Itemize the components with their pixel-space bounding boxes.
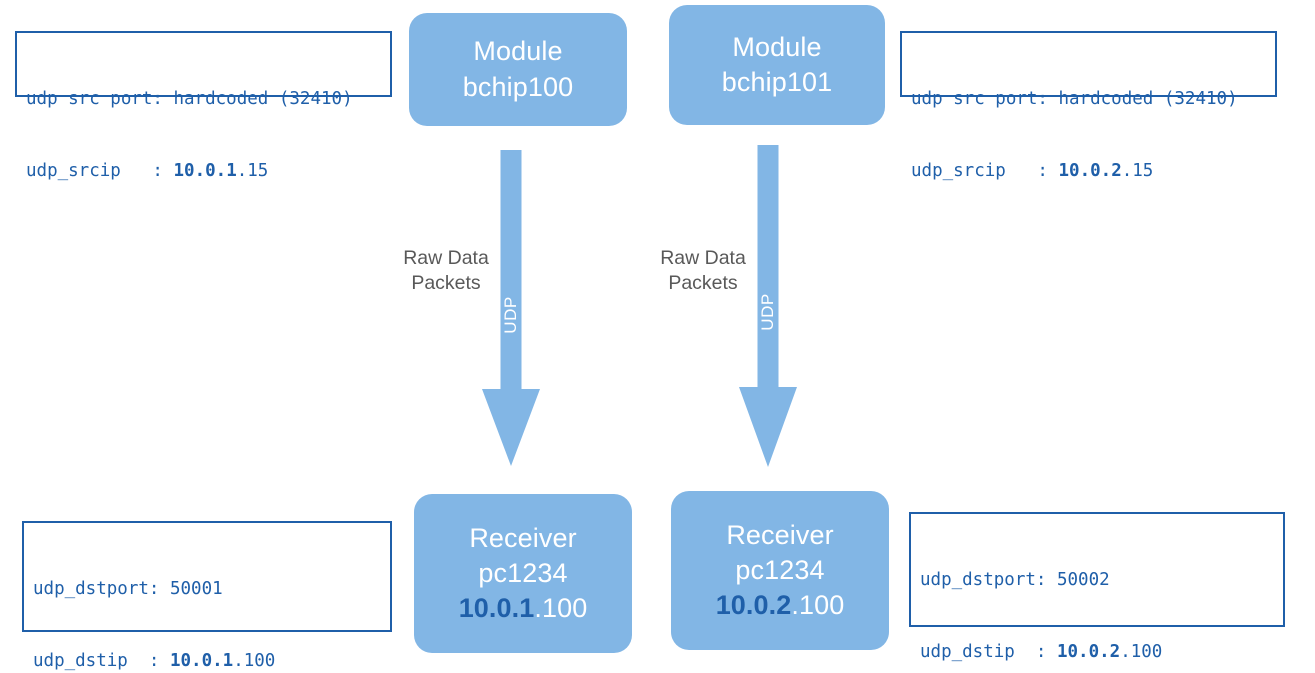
arrow-right-shape	[739, 145, 797, 467]
annotation-right-dest-row-dstport: udp_dstport: 50002	[920, 570, 1110, 590]
annotation-right-source-row-srcip: udp_srcip : 10.0.2.15	[911, 159, 1267, 183]
flow-label-right: Raw Data Packets	[660, 247, 746, 294]
module-left-line1: Module	[473, 36, 563, 67]
flow-label-left: Raw Data Packets	[403, 247, 489, 294]
receiver-right-ip-host: .100	[791, 590, 845, 621]
label-udp-dstip-left: udp_dstip :	[33, 651, 170, 671]
annotation-right-dest-row-dstip: udp_dstip : 10.0.2.100	[920, 640, 1275, 664]
label-udp-srcip-right: udp_srcip :	[911, 161, 1059, 181]
receiver-left-line2: pc1234	[478, 557, 568, 588]
annotation-left-source: udp src port: hardcoded (32410) udp_srci…	[15, 31, 392, 181]
value-dstip-host-right: .100	[1120, 642, 1163, 662]
value-srcip-host-right: .15	[1121, 161, 1154, 181]
annotation-left-dest-row-dstip: udp_dstip : 10.0.1.100	[33, 649, 382, 673]
label-udp-srcip-left: udp_srcip :	[26, 161, 174, 181]
node-module-bchip100[interactable]: Module bchip100	[409, 13, 627, 126]
receiver-left-ip: 10.0.1.100	[459, 591, 588, 626]
value-dstip-subnet-left: 10.0.1	[169, 651, 234, 671]
arrow-right-polygon	[739, 145, 797, 467]
arrow-left-udp: UDP	[481, 150, 541, 466]
value-srcip-host-left: .15	[236, 161, 269, 181]
annotation-left-source-row-srcip: udp_srcip : 10.0.1.15	[26, 159, 382, 183]
receiver-left-line1: Receiver	[469, 522, 577, 553]
value-dstip-host-left: .100	[233, 651, 276, 671]
module-right-line2: bchip101	[721, 67, 833, 97]
node-module-bchip101[interactable]: Module bchip101	[669, 5, 885, 125]
value-srcip-subnet-left: 10.0.1	[173, 161, 237, 181]
receiver-right-line2: pc1234	[735, 554, 825, 585]
value-srcip-subnet-right: 10.0.2	[1058, 161, 1122, 181]
arrow-right-udp: UDP	[738, 145, 798, 467]
module-left-line2: bchip100	[462, 71, 574, 102]
annotation-left-dest: udp_dstport: 50001 udp_dstip : 10.0.1.10…	[22, 521, 392, 671]
annotation-right-dest: udp_dstport: 50002 udp_dstip : 10.0.2.10…	[909, 512, 1285, 662]
receiver-left-ip-subnet: 10.0.1	[458, 593, 535, 624]
receiver-right-ip: 10.0.2.100	[716, 588, 845, 623]
receiver-left-ip-host: .100	[534, 593, 588, 624]
annotation-right-source-row-srcport: udp src port: hardcoded (32410)	[911, 89, 1238, 109]
arrow-left-polygon	[482, 150, 540, 466]
value-dstip-subnet-right: 10.0.2	[1056, 642, 1121, 662]
annotation-left-source-row-srcport: udp src port: hardcoded (32410)	[26, 89, 353, 109]
node-receiver-left[interactable]: Receiver pc1234 10.0.1.100	[414, 494, 632, 653]
annotation-right-source: udp src port: hardcoded (32410) udp_srci…	[900, 31, 1277, 181]
module-right-line1: Module	[732, 31, 822, 62]
receiver-right-ip-subnet: 10.0.2	[715, 590, 792, 621]
node-receiver-right[interactable]: Receiver pc1234 10.0.2.100	[671, 491, 889, 650]
annotation-left-dest-row-dstport: udp_dstport: 50001	[33, 579, 223, 599]
label-udp-dstip-right: udp_dstip :	[920, 642, 1057, 662]
receiver-right-line1: Receiver	[726, 519, 834, 550]
arrow-left-shape	[482, 150, 540, 466]
